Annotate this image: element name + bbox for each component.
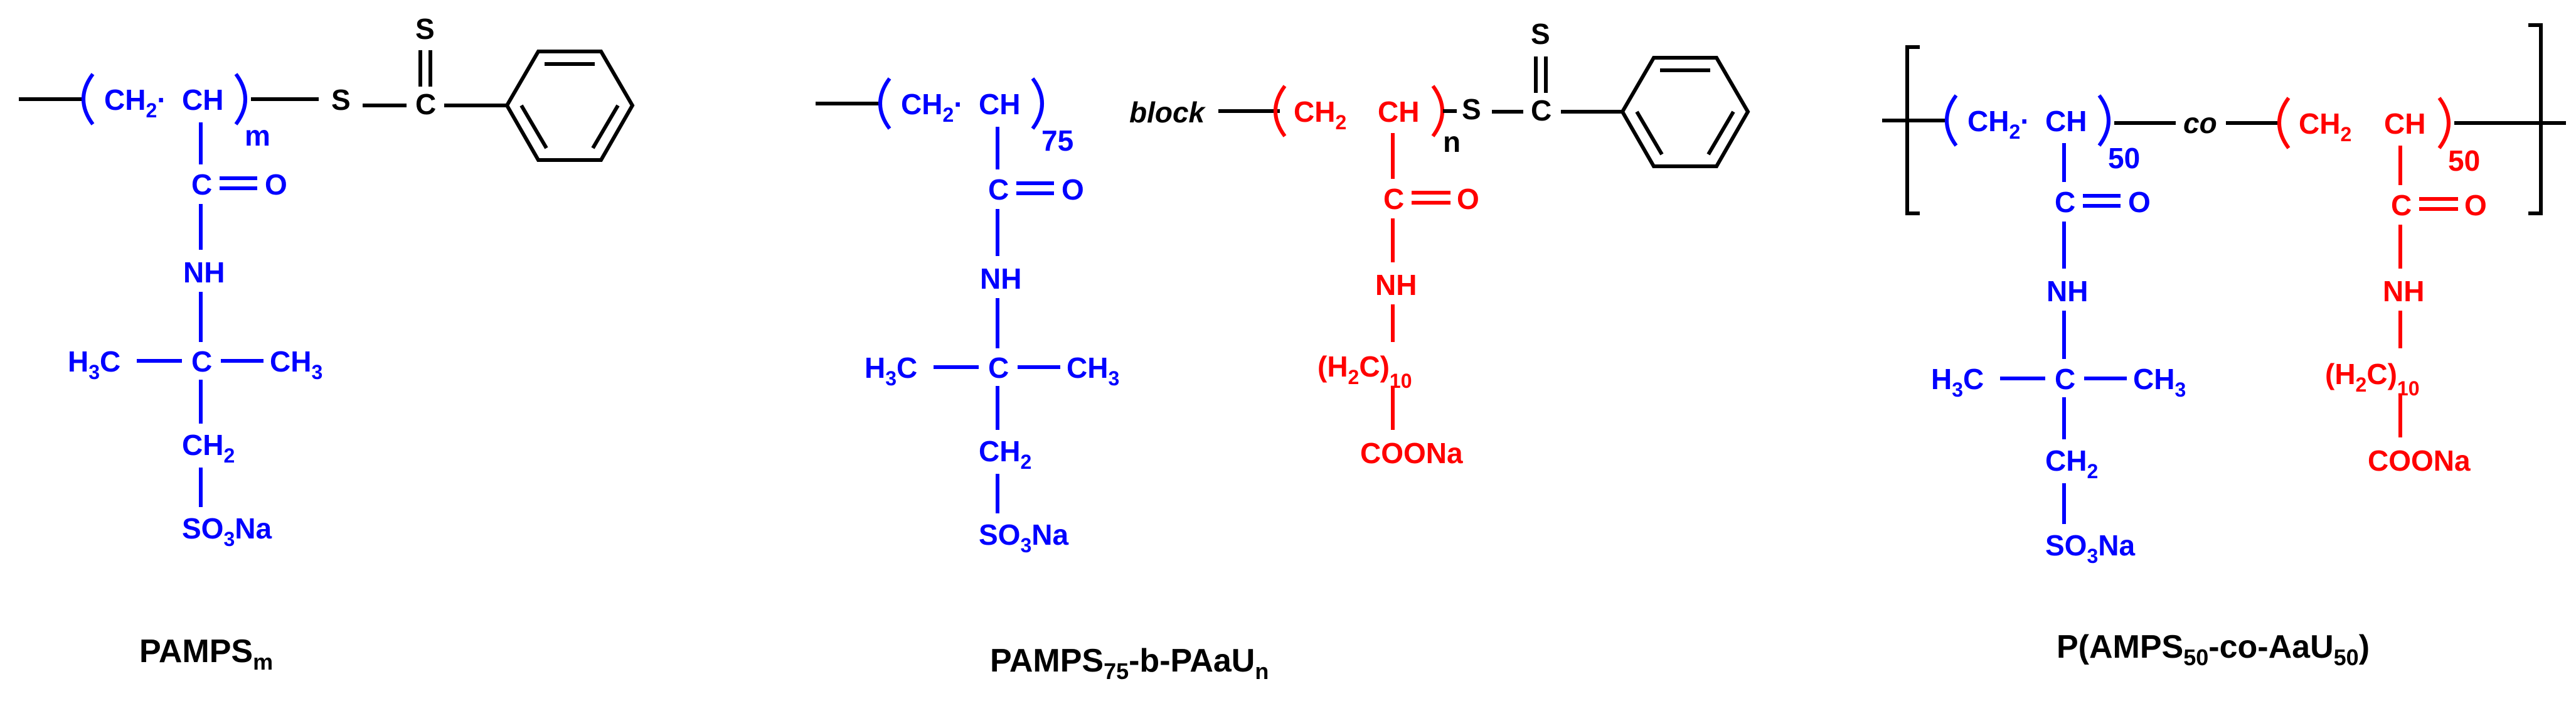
phenyl-ring	[504, 50, 635, 162]
coona-label: COONa	[1360, 437, 1463, 469]
right-bracket	[2528, 23, 2543, 215]
o-amide-label: O	[265, 168, 287, 201]
phenyl-inner-bond	[591, 104, 620, 149]
caption-random-copolymer: P(AMPS50-co-AaU50)	[2057, 629, 2370, 670]
ch2-side-label: CH2	[2045, 444, 2098, 483]
c-amide-label: C	[2055, 186, 2075, 218]
phenyl-inner-bond	[519, 104, 548, 149]
close-paren	[2097, 94, 2110, 147]
structure-block-copolymer: CH2· CH 75 block CH2 CH n S C S C O NH H…	[816, 18, 1750, 684]
caption-pampsm: PAMPSm	[139, 633, 273, 675]
s-link-label: S	[1462, 93, 1481, 126]
r-nh-label: NH	[1375, 269, 1417, 301]
r-o-amide-label: O	[2464, 189, 2487, 222]
c-amide-label: C	[191, 168, 212, 201]
h3c-label: H3C	[865, 351, 917, 390]
so3na-label: SO3Na	[979, 518, 1068, 557]
structure-random-copolymer: CH2· CH 50 co CH2 CH 50 C O NH H3C C CH3…	[1882, 23, 2566, 670]
structure-pampsm: CH2· CH m S C S C O NH H3C C CH3 CH2 SO3…	[19, 13, 635, 675]
coona-label: COONa	[2368, 444, 2471, 477]
repeat-m: m	[245, 119, 270, 152]
o-amide-label: O	[1062, 173, 1084, 206]
c-thio-label: C	[415, 88, 436, 120]
close-paren	[1031, 77, 1044, 130]
block-label: block	[1129, 96, 1206, 129]
ch-label: CH	[979, 88, 1020, 120]
s-top-label: S	[415, 13, 435, 45]
ch2-side-label: CH2	[182, 429, 235, 467]
nh-label: NH	[2046, 275, 2088, 308]
open-paren	[878, 77, 891, 130]
ch2-label: CH2·	[104, 83, 167, 122]
ch-label: CH	[182, 83, 223, 116]
ch2-label: CH2·	[1967, 105, 2030, 143]
so3na-label: SO3Na	[182, 512, 272, 550]
nh-label: NH	[980, 262, 1021, 295]
r-o-amide-label: O	[1457, 183, 1479, 215]
caption-block-copolymer: PAMPS75-b-PAaUn	[990, 643, 1269, 684]
h2c10-label: (H2C)10	[1317, 350, 1412, 392]
nh-label: NH	[183, 256, 225, 289]
open-paren	[1945, 94, 1958, 147]
ch3-label: CH3	[270, 345, 322, 383]
co-label: co	[2183, 107, 2217, 139]
r-ch2-label: CH2	[1294, 95, 1346, 134]
r-ch-label: CH	[2384, 107, 2425, 140]
s-link-label: S	[331, 83, 351, 116]
repeat-75: 75	[1041, 124, 1073, 157]
so3na-label: SO3Na	[2045, 529, 2135, 567]
open-paren	[82, 73, 95, 126]
ch2-side-label: CH2	[979, 435, 1031, 473]
ch2-label: CH2·	[901, 88, 964, 126]
repeat-50a: 50	[2108, 142, 2140, 174]
r-c-amide-label: C	[1383, 183, 1404, 215]
ch3-label: CH3	[2133, 363, 2186, 401]
repeat-n: n	[1443, 126, 1461, 158]
r-ch-label: CH	[1378, 95, 1419, 128]
close-paren	[234, 73, 247, 126]
s-top-label: S	[1531, 18, 1550, 50]
o-amide-label: O	[2128, 186, 2151, 218]
c-thio-label: C	[1531, 94, 1551, 127]
open-paren-red	[2277, 97, 2291, 149]
h2c10-label: (H2C)10	[2325, 358, 2419, 400]
left-bracket	[1905, 45, 1920, 215]
phenyl-inner-bond	[1635, 110, 1664, 156]
r-c-amide-label: C	[2391, 189, 2412, 222]
ch3-label: CH3	[1067, 351, 1119, 390]
phenyl-ring	[1620, 56, 1750, 168]
r-nh-label: NH	[2383, 275, 2424, 308]
close-paren-red	[2437, 97, 2451, 149]
repeat-50b: 50	[2448, 144, 2480, 177]
c-quat-label: C	[191, 345, 212, 378]
c-quat-label: C	[2055, 363, 2075, 395]
c-quat-label: C	[988, 351, 1009, 384]
ch-label: CH	[2045, 105, 2087, 137]
h3c-label: H3C	[68, 345, 120, 383]
r-ch2-label: CH2	[2299, 107, 2351, 146]
close-paren-red	[1431, 85, 1444, 137]
phenyl-inner-bond	[1706, 110, 1735, 156]
h3c-label: H3C	[1931, 363, 1984, 401]
c-amide-label: C	[988, 173, 1009, 206]
open-paren-red	[1274, 85, 1287, 137]
